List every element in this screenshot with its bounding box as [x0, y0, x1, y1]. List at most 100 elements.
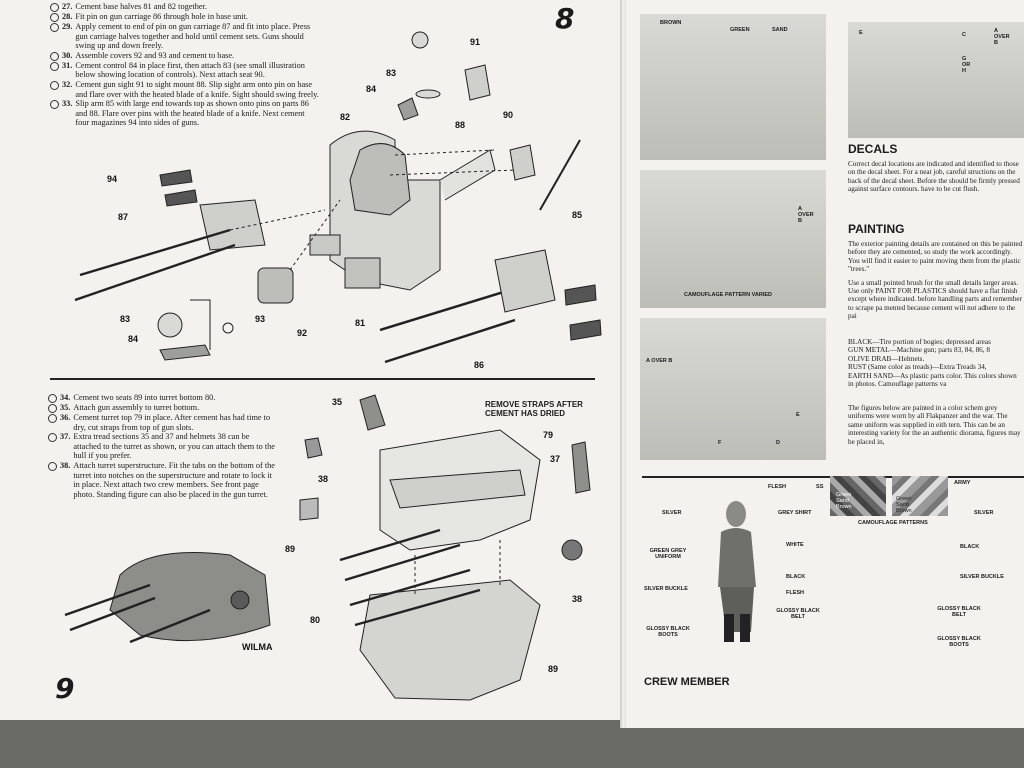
- step-checkbox[interactable]: [48, 433, 57, 443]
- paint-color-item: GUN METAL—Machine gun; parts 83, 84, 86,…: [848, 346, 990, 355]
- section-divider: [50, 378, 595, 380]
- page-fold: [620, 0, 628, 728]
- army-paint-label: GLOSSY BLACK BOOTS: [937, 636, 981, 648]
- step-text: Attach turret superstructure. Fit the ta…: [73, 460, 275, 499]
- crew-paint-label: BLACK: [786, 574, 806, 580]
- crew-paint-label: FLESH: [786, 590, 805, 596]
- part-label: 82: [340, 112, 350, 122]
- step-text: Assemble covers 92 and 93 and cement to …: [75, 50, 235, 60]
- army-paint-label: BLACK: [960, 544, 980, 550]
- part-label: 85: [572, 210, 582, 220]
- painting-paragraph: Use a small pointed brush for the small …: [848, 278, 1023, 321]
- step-item: 36. Cement turret top 79 in place. After…: [48, 413, 276, 432]
- step-checkbox[interactable]: [50, 51, 59, 61]
- part-label: 89: [285, 544, 295, 554]
- crew-paint-label: WHITE: [786, 542, 804, 548]
- side2-label-a-over-b: A OVER B: [646, 358, 673, 364]
- part-label: 79: [543, 430, 553, 440]
- crew-paint-label: GLOSSY BLACK BOOTS: [646, 626, 690, 638]
- side2-label-e: E: [796, 412, 800, 418]
- part-label: 89: [548, 664, 558, 674]
- step-text: Cement base halves 81 and 82 together.: [75, 2, 207, 11]
- step-text: Cement turret top 79 in place. After cem…: [73, 413, 271, 432]
- step-checkbox[interactable]: [50, 61, 59, 71]
- step-text: Cement control 84 in place first, then a…: [75, 60, 305, 80]
- step-text: Cement two seats 89 into turret bottom 8…: [73, 393, 216, 402]
- decals-text: Correct decal locations are indicated an…: [848, 160, 1020, 194]
- part-label: 80: [310, 615, 320, 625]
- front-label-a-over-b: A OVER B: [994, 28, 1010, 46]
- part-label: 81: [355, 318, 365, 328]
- army-paint-label: GLOSSY BLACK BELT: [937, 606, 981, 618]
- step-checkbox[interactable]: [50, 100, 59, 110]
- step-number: 30.: [62, 50, 73, 60]
- page-number-8: 8: [555, 2, 575, 35]
- part-label: 83: [120, 314, 130, 324]
- crew-paint-label: GREY SHIRT: [778, 510, 812, 516]
- part-label: 88: [455, 120, 465, 130]
- step-item: 35. Attach gun assembly to turret bottom…: [48, 403, 276, 413]
- side2-label-f: F: [718, 440, 722, 446]
- army-paint-label: SILVER BUCKLE: [960, 574, 1004, 580]
- step-checkbox[interactable]: [48, 404, 57, 413]
- step-checkbox[interactable]: [50, 80, 59, 90]
- tank-side-photo-1: [640, 170, 826, 308]
- photo-label-sand: SAND: [772, 27, 788, 33]
- step-checkbox[interactable]: [48, 461, 57, 471]
- side2-label-d: D: [776, 440, 780, 446]
- assembly-steps-34-38: 34. Cement two seats 89 into turret bott…: [48, 393, 276, 499]
- step-item: 38. Attach turret superstructure. Fit th…: [48, 461, 276, 499]
- ss-label: SS: [816, 484, 824, 490]
- side-label-a-over-b: A OVER B: [798, 206, 814, 224]
- step-checkbox[interactable]: [48, 394, 57, 403]
- step-number: 33.: [62, 99, 73, 109]
- step-number: 29.: [62, 22, 73, 31]
- painting-text: The exterior painting details are contai…: [848, 240, 1024, 326]
- part-label: 35: [332, 397, 342, 407]
- step-item: 33. Slip arm 85 with large end towards t…: [50, 99, 320, 128]
- painting-guide-page-right: BROWN GREEN SAND E C G OR H A OVER B DEC…: [626, 0, 1024, 728]
- crew-paint-label: GLOSSY BLACK BELT: [776, 608, 820, 620]
- paint-color-item: RUST (Same color as treads)—Extra Treads…: [848, 363, 987, 372]
- paint-color-item: OLIVE DRAB—Helmets.: [848, 354, 925, 363]
- figures-text: The figures below are painted in a color…: [848, 404, 1021, 446]
- step-text: Cement gun sight 91 to sight mount 88. S…: [75, 79, 319, 99]
- army-paint-label: SILVER: [974, 510, 994, 516]
- step-text: Fit pin on gun carriage 86 through hole …: [75, 12, 248, 21]
- step-number: 32.: [62, 79, 73, 89]
- step-item: 31. Cement control 84 in place first, th…: [50, 61, 320, 80]
- part-label: 84: [128, 334, 138, 344]
- photo-label-green: GREEN: [730, 27, 750, 33]
- part-label: 91: [470, 37, 480, 47]
- step-checkbox[interactable]: [50, 13, 59, 22]
- step-text: Extra tread sections 35 and 37 and helme…: [73, 432, 275, 461]
- army-camo-swatch: [892, 476, 948, 516]
- part-label: 38: [318, 474, 328, 484]
- step-item: 34. Cement two seats 89 into turret bott…: [48, 393, 276, 403]
- step-checkbox[interactable]: [48, 414, 57, 423]
- tank-top-photo: [640, 14, 826, 160]
- part-label: 90: [503, 110, 513, 120]
- step-number: 31.: [62, 60, 73, 70]
- ss-camo-swatch: [830, 476, 886, 516]
- decals-heading: DECALS: [848, 142, 898, 156]
- step-checkbox[interactable]: [50, 23, 59, 32]
- part-label: 87: [118, 212, 128, 222]
- part-label: 38: [572, 594, 582, 604]
- front-label-g-or-h: G OR H: [962, 56, 971, 74]
- paint-color-list: BLACK—Tire portion of bogies; depressed …: [848, 338, 1024, 388]
- step-number: 38.: [60, 460, 71, 470]
- part-label: 93: [255, 314, 265, 324]
- painting-heading: PAINTING: [848, 222, 905, 236]
- part-label: 94: [107, 174, 117, 184]
- crew-paint-label: GREEN GREY UNIFORM: [649, 548, 687, 560]
- front-label-c: C: [962, 32, 966, 38]
- strap-removal-note: REMOVE STRAPS AFTER CEMENT HAS DRIED: [485, 400, 583, 418]
- front-label-e: E: [859, 30, 863, 36]
- crew-paint-label: SILVER: [662, 510, 682, 516]
- step-checkbox[interactable]: [50, 3, 59, 12]
- part-label: 84: [366, 84, 376, 94]
- crew-member-figure: [718, 501, 756, 642]
